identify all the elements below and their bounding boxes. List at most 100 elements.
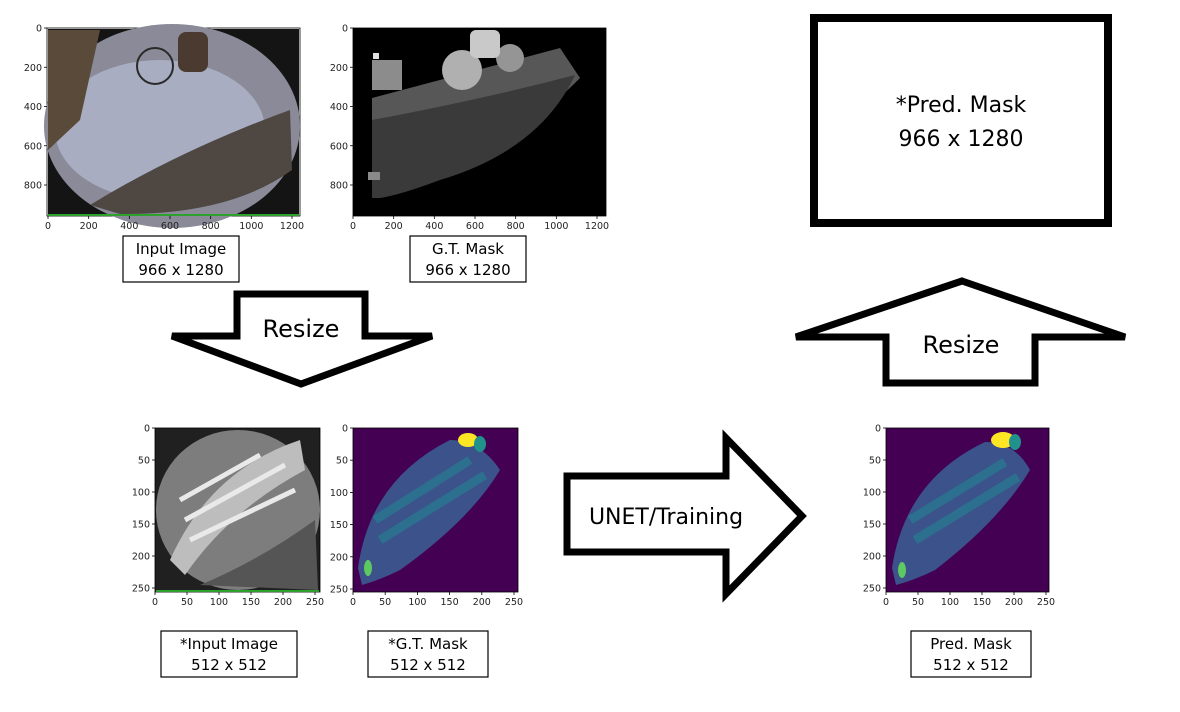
arrow-label: Resize — [263, 315, 340, 343]
caption-line-1: G.T. Mask — [432, 240, 504, 258]
y-tick-label: 150 — [132, 520, 150, 531]
cyclist — [178, 32, 208, 72]
object-yellow — [991, 432, 1015, 448]
x-tick-label: 800 — [202, 221, 220, 232]
x-tick-label: 200 — [274, 597, 292, 608]
person-blob — [442, 50, 482, 90]
x-tick-label: 250 — [1037, 597, 1055, 608]
sidewalk-segment — [372, 75, 575, 198]
caption-line-1: *Input Image — [180, 635, 278, 653]
y-tick-label: 250 — [132, 584, 150, 595]
x-tick-label: 200 — [1005, 597, 1023, 608]
x-tick-label: 150 — [973, 597, 991, 608]
x-tick-label: 0 — [883, 597, 889, 608]
x-tick-label: 0 — [350, 221, 356, 232]
x-tick-label: 1200 — [585, 221, 609, 232]
crosswalk-stripes — [178, 452, 297, 543]
curb-shadow — [90, 110, 292, 215]
y-tick-label: 800 — [330, 181, 348, 192]
x-tick-label: 1000 — [544, 221, 568, 232]
caption-line-2: 512 x 512 — [191, 656, 267, 674]
object-green-small — [898, 562, 906, 578]
box-line-1: *Pred. Mask — [896, 93, 1027, 118]
sign-blob — [373, 53, 379, 59]
x-tick-label: 200 — [473, 597, 491, 608]
y-tick-label: 600 — [24, 141, 42, 152]
y-tick-label: 50 — [336, 456, 348, 467]
caption-line-2: 512 x 512 — [390, 656, 466, 674]
x-tick-label: 50 — [181, 597, 193, 608]
y-tick-label: 0 — [875, 424, 881, 435]
y-tick-label: 100 — [863, 488, 881, 499]
caption-line-2: 966 x 1280 — [138, 261, 223, 279]
object-green — [1009, 434, 1021, 450]
caption-gt-full: G.T. Mask 966 x 1280 — [409, 235, 527, 283]
caption-line-1: *G.T. Mask — [388, 635, 468, 653]
arrow-label: UNET/Training — [589, 505, 743, 530]
x-tick-label: 0 — [45, 221, 51, 232]
y-tick-label: 0 — [144, 424, 150, 435]
resize-down-arrow: Resize — [170, 290, 434, 388]
obstacle-blob — [368, 172, 380, 180]
y-tick-label: 150 — [863, 520, 881, 531]
x-tick-label: 150 — [441, 597, 459, 608]
caption-input-full: Input Image 966 x 1280 — [122, 235, 240, 283]
y-tick-label: 800 — [24, 181, 42, 192]
x-tick-label: 50 — [912, 597, 924, 608]
x-tick-label: 200 — [80, 221, 98, 232]
y-tick-label: 0 — [342, 424, 348, 435]
lane-stripes — [907, 458, 1021, 544]
caption-input-small: *Input Image 512 x 512 — [160, 630, 298, 678]
y-tick-label: 50 — [138, 456, 150, 467]
y-tick-label: 0 — [342, 24, 348, 35]
road-shadow — [200, 520, 318, 590]
caption-line-2: 966 x 1280 — [425, 261, 510, 279]
bicycle-wheel — [136, 47, 174, 85]
y-tick-label: 200 — [24, 63, 42, 74]
y-tick-label: 0 — [36, 24, 42, 35]
object-green-small — [364, 560, 372, 576]
y-tick-label: 50 — [869, 456, 881, 467]
box-line-2: 966 x 1280 — [899, 127, 1024, 152]
y-tick-label: 400 — [330, 102, 348, 113]
y-tick-label: 100 — [132, 488, 150, 499]
caption-gt-small: *G.T. Mask 512 x 512 — [367, 630, 489, 678]
x-tick-label: 100 — [408, 597, 426, 608]
x-tick-label: 150 — [242, 597, 260, 608]
x-tick-label: 250 — [306, 597, 324, 608]
y-tick-label: 250 — [863, 584, 881, 595]
x-tick-label: 0 — [350, 597, 356, 608]
x-tick-label: 600 — [466, 221, 484, 232]
x-tick-label: 50 — [379, 597, 391, 608]
bicycle-blob — [496, 44, 524, 72]
x-tick-label: 200 — [385, 221, 403, 232]
y-tick-label: 600 — [330, 141, 348, 152]
caption-line-1: Input Image — [136, 240, 227, 258]
pred-mask-full-box: *Pred. Mask 966 x 1280 — [810, 14, 1112, 227]
x-tick-label: 600 — [161, 221, 179, 232]
y-tick-label: 100 — [330, 488, 348, 499]
y-tick-label: 200 — [330, 552, 348, 563]
cyclist-blob — [470, 30, 500, 58]
training-arrow: UNET/Training — [563, 429, 807, 603]
x-tick-label: 400 — [120, 221, 138, 232]
x-tick-label: 0 — [152, 597, 158, 608]
y-tick-label: 250 — [330, 585, 348, 596]
x-tick-label: 800 — [507, 221, 525, 232]
x-tick-label: 400 — [425, 221, 443, 232]
y-tick-label: 400 — [24, 102, 42, 113]
caption-line-2: 512 x 512 — [933, 656, 1009, 674]
arrow-label: Resize — [923, 331, 1000, 359]
building-edge — [48, 30, 100, 150]
x-tick-label: 100 — [941, 597, 959, 608]
lane-stripes — [372, 456, 488, 544]
